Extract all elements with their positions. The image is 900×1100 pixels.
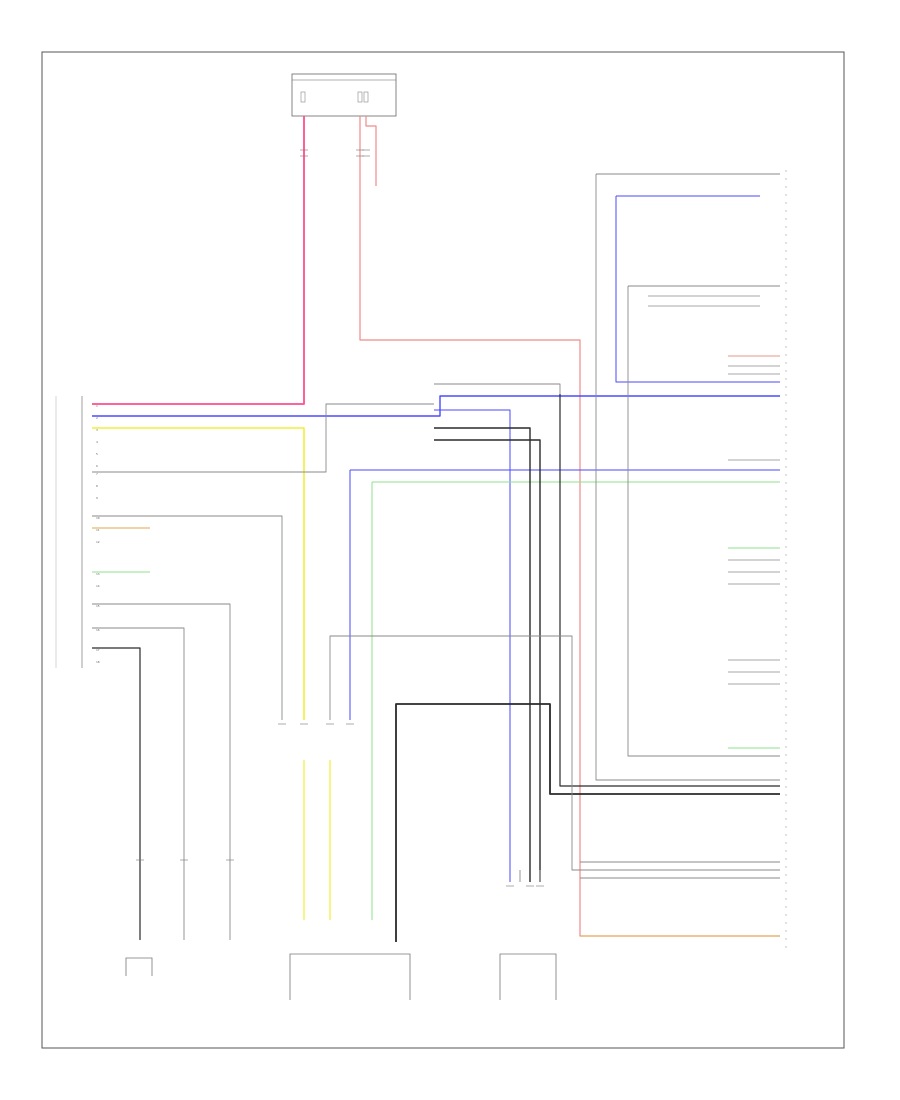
svg-text:16: 16 <box>96 628 100 632</box>
fuse-box <box>291 73 397 117</box>
wire-gray-10 <box>434 383 561 394</box>
wires <box>92 116 780 942</box>
left-module: 1 2 3 4 5 6 7 8 9 10 11 12 13 14 15 16 1… <box>55 396 100 668</box>
svg-text:1: 1 <box>96 404 98 408</box>
wire-black-4 <box>559 394 780 787</box>
bottom-center-left-component <box>289 953 411 1000</box>
wire-gray-2 <box>92 515 283 720</box>
svg-text:2: 2 <box>96 416 98 420</box>
diagram-frame <box>41 51 845 1049</box>
svg-text:14: 14 <box>96 584 100 588</box>
wire-black-1 <box>395 703 780 942</box>
svg-text:6: 6 <box>96 464 98 468</box>
wire-gray-14 <box>728 559 780 585</box>
inline-connectors <box>136 149 544 887</box>
svg-text:12: 12 <box>96 540 100 544</box>
wire-black-2 <box>434 427 531 882</box>
wire-gray-13 <box>728 659 780 685</box>
fuse-3 <box>363 91 369 103</box>
svg-text:11: 11 <box>96 528 100 532</box>
wire-red-2 <box>365 116 377 186</box>
bottom-center-right-component <box>499 953 557 1000</box>
wire-yellow <box>92 427 305 720</box>
wire-black-3 <box>434 439 541 882</box>
svg-text:15: 15 <box>96 604 100 608</box>
wire-red <box>359 116 780 937</box>
bottom-left-components <box>125 957 153 976</box>
svg-text:4: 4 <box>96 440 98 444</box>
wire-blue-6 <box>434 409 511 882</box>
fuse-2 <box>357 91 363 103</box>
wire-gray-1 <box>92 403 434 473</box>
svg-text:17: 17 <box>96 648 100 652</box>
wire-blue-3 <box>615 196 780 383</box>
wire-blue-1 <box>92 395 780 417</box>
wire-gray-5 <box>329 635 780 871</box>
wire-gray-9 <box>627 286 780 757</box>
wire-gray-11 <box>519 870 541 882</box>
wire-black-5 <box>92 647 141 940</box>
svg-text:7: 7 <box>96 472 98 476</box>
svg-text:8: 8 <box>96 484 98 488</box>
wire-gray-7 <box>595 174 780 781</box>
svg-text:9: 9 <box>96 496 98 500</box>
wire-pink <box>92 116 305 405</box>
wire-gray-4 <box>92 627 185 940</box>
wire-gray-17 <box>648 295 760 307</box>
wire-gray-15 <box>728 365 780 375</box>
wire-gray-12 <box>580 861 780 879</box>
svg-text:3: 3 <box>96 428 98 432</box>
svg-text:13: 13 <box>96 572 100 576</box>
svg-text:18: 18 <box>96 660 100 664</box>
svg-text:5: 5 <box>96 452 98 456</box>
wire-gray-3 <box>92 603 231 940</box>
svg-text:10: 10 <box>96 516 100 520</box>
fuse-1 <box>300 91 306 103</box>
